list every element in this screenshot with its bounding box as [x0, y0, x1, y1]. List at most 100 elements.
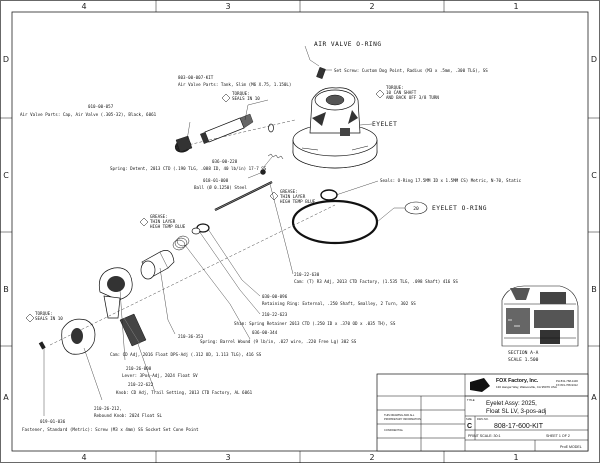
company-name: FOX Factory, Inc. — [496, 378, 539, 384]
svg-text:HIGH TEMP BLUE: HIGH TEMP BLUE — [150, 224, 186, 229]
shim-part — [191, 227, 201, 235]
rebound-knob-part — [61, 318, 96, 355]
fox-logo: FOX — [470, 378, 490, 392]
label-fastener-number: 019-01-036 — [40, 419, 66, 424]
callout-eyelet: EYELET — [372, 121, 397, 128]
zone-label-1-top: 1 — [513, 2, 518, 11]
air-valve-tank-part — [200, 113, 254, 144]
svg-text:GREASE:: GREASE: — [150, 214, 168, 219]
label-cap-number: 010-00-057 — [88, 104, 114, 109]
label-cd: Cam: CD Adj, 2016 Float DPS-Adj (.312 OD… — [110, 352, 262, 357]
svg-text:FOX: FOX — [474, 384, 485, 390]
zone-label-4-top: 4 — [81, 2, 86, 11]
assembly-axis-line — [49, 204, 336, 346]
label-cd-number: 210-36-353 — [178, 334, 204, 339]
svg-text:SEALS IN 10: SEALS IN 10 — [232, 96, 260, 101]
callout-bubble-20 — [404, 201, 428, 215]
section-scale: SCALE 1.500 — [508, 357, 539, 363]
zone-label-3-bottom: 3 — [225, 453, 230, 462]
zone-label-A-right: A — [591, 393, 597, 402]
callout-air-valve-oring: AIR VALVE O-RING — [314, 41, 382, 48]
cam-shaft-part — [214, 181, 273, 211]
label-ball-number: 018-01-008 — [203, 178, 229, 183]
grease-note-ball: GREASE: THIN LAYER HIGH TEMP BLUE — [269, 189, 316, 204]
lever-part — [98, 267, 133, 319]
label-cam-number: 210-22-630 — [294, 272, 320, 277]
disclaimer-line1: THIS DRAWING AND ALL — [384, 413, 415, 417]
company-phone: PH 831-768-1100 — [556, 379, 578, 383]
svg-text:GREASE:: GREASE: — [280, 189, 298, 194]
zone-label-3-top: 3 — [225, 2, 230, 11]
zone-label-D-right: D — [591, 55, 597, 64]
disclaimer-line2: PROPRIETARY INFORMATION — [384, 417, 421, 421]
label-shim-number: 210-22-623 — [262, 312, 288, 317]
zone-label-1-bottom: 1 — [513, 453, 518, 462]
label-rebound: Rebound Knob: 2024 Float SL — [94, 413, 163, 418]
svg-text:THIN LAYER: THIN LAYER — [280, 194, 306, 199]
label-lever-number: 210-26-008 — [126, 366, 152, 371]
callout-bubble-number: 20 — [413, 206, 419, 212]
label-seals: Seals: O-Ring 17.5MM ID x 1.5MM CS) Metr… — [380, 178, 522, 183]
label-trail-number: 210-22-622 — [128, 382, 154, 387]
grease-note-cam: GREASE: THIN LAYER HIGH TEMP BLUE — [139, 214, 186, 229]
label-shim: Shim: Spring Retainer 2013 CTD (.250 ID … — [234, 321, 396, 326]
torque-note-air-valve: TORQUE: SEALS IN 10 — [221, 91, 260, 103]
title-label: TITLE — [467, 398, 475, 402]
svg-text:HIGH TEMP BLUE: HIGH TEMP BLUE — [280, 199, 316, 204]
seal-oring-part — [320, 189, 338, 201]
zone-label-C-right: C — [591, 171, 597, 180]
label-ring-number: 030-00-096 — [262, 294, 288, 299]
air-valve-cap-part — [174, 135, 193, 153]
company-address: 130 Hangar Way, Watsonville, CA 95076 US… — [496, 385, 557, 389]
drawing-title-line1: Eyelet Assy: 2025, — [486, 400, 537, 407]
company-fax: FX 831-768-9312 — [556, 383, 578, 387]
cd-cam-part — [140, 250, 175, 280]
label-detent: Spring: Detent, 2013 CTD (.190 TLG, .088… — [110, 166, 267, 171]
disclaimer-line3: CONFIDENTIAL — [384, 428, 404, 432]
section-view-aa — [501, 285, 579, 347]
sheet-number: SHEET 1 OF 2 — [546, 434, 570, 438]
torque-note-fastener: TORQUE: SEALS IN 10 — [25, 311, 63, 323]
zone-label-2-top: 2 — [369, 2, 374, 11]
detent-spring-part — [267, 153, 284, 160]
svg-text:10 CAN SHAFT: 10 CAN SHAFT — [386, 90, 417, 95]
section-title: SECTION A-A — [508, 350, 539, 356]
zone-label-B-left: B — [3, 285, 9, 294]
svg-text:AND BACK OFF 3/8 TURN: AND BACK OFF 3/8 TURN — [386, 95, 439, 100]
proe-model-note: ProE MODEL — [560, 445, 582, 449]
print-scale: PRINT SCALE: 30:1 — [468, 434, 501, 438]
air-valve-axis-line — [174, 119, 296, 149]
svg-text:SEALS IN 10: SEALS IN 10 — [35, 316, 63, 321]
label-air-valve-tank: Air Valve Parts: Tank, Slim (M6 X.75, 1.… — [178, 82, 291, 87]
dwg-no-label: DWG NO. — [477, 417, 489, 421]
svg-text:THIN LAYER: THIN LAYER — [150, 219, 176, 224]
svg-text:TORQUE:: TORQUE: — [386, 85, 404, 90]
zone-label-D-left: D — [3, 55, 9, 64]
label-kit-number: 803-00-007-KIT — [178, 75, 214, 80]
label-cap: Air Valve Parts: Cap, Air Valve (.305-32… — [20, 112, 157, 117]
svg-text:TORQUE:: TORQUE: — [232, 91, 250, 96]
label-ring: Retaining Ring: External, .250 Shaft, Sm… — [262, 301, 416, 306]
label-detent-number: 036-00-228 — [212, 159, 238, 164]
svg-text:TORQUE:: TORQUE: — [35, 311, 53, 316]
label-rebound-number: 210-26-212, — [94, 406, 122, 411]
label-lever: Lever: 3Pos-Adj, 2024 Float SV — [122, 373, 198, 378]
label-cam: Cam: (T) R3 Adj, 2013 CTD Factory, (1.53… — [294, 279, 458, 284]
trail-knob-part — [119, 313, 147, 347]
zone-label-2-bottom: 2 — [369, 453, 374, 462]
zone-label-C-left: C — [3, 171, 9, 180]
fastener-part — [38, 341, 46, 350]
eyelet-body — [292, 87, 378, 169]
label-wave-number: 036-00-344 — [252, 330, 278, 335]
dwg-number: 808-17-600-KIT — [494, 423, 544, 430]
zone-label-B-right: B — [591, 285, 597, 294]
label-wave: Spring: Barrel Wound (9 lb/in, .027 wire… — [200, 339, 357, 344]
zone-label-4-bottom: 4 — [81, 453, 86, 462]
zone-label-A-left: A — [3, 393, 9, 402]
drawing-title-line2: Float SL LV, 3-pos-adj — [486, 408, 546, 415]
size-value: C — [467, 423, 472, 430]
callout-eyelet-oring: EYELET O-RING — [432, 205, 487, 212]
size-label: SIZE — [466, 417, 472, 421]
